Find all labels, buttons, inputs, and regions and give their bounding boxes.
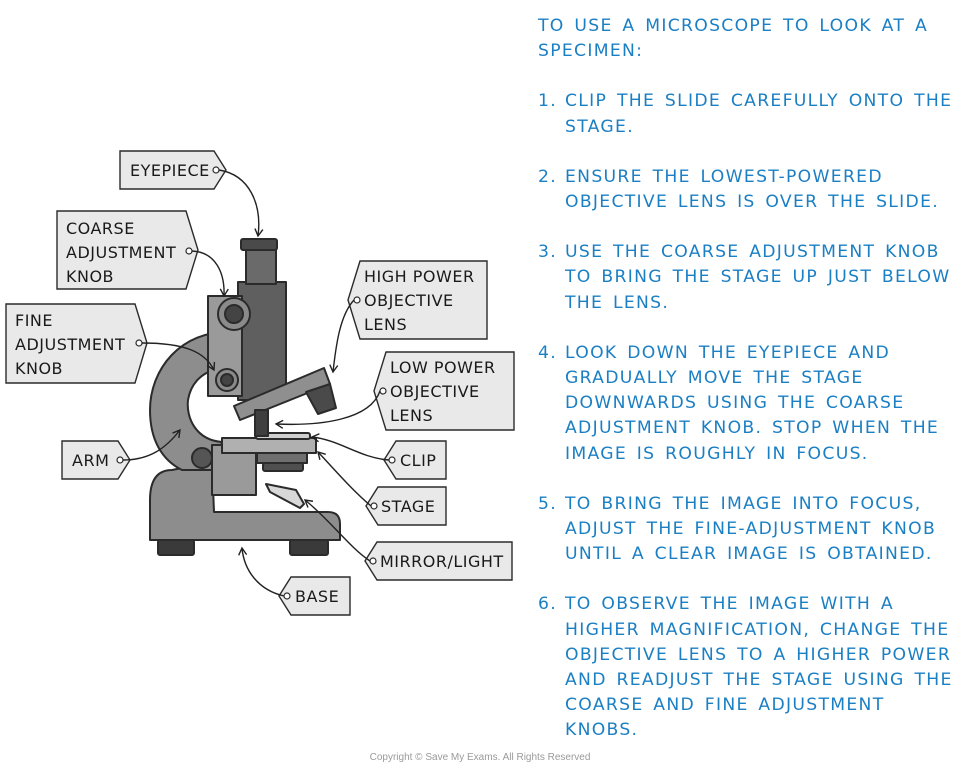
- instruction-step-4: 4. Look down the eyepiece and gradually …: [538, 341, 954, 467]
- microscope-foot-right: [289, 539, 329, 556]
- instruction-step-3: 3. Use the coarse adjustment knob to bri…: [538, 240, 954, 316]
- label-coarse-adjustment: COARSE ADJUSTMENT KNOB: [56, 210, 229, 298]
- label-base-text: BASE: [295, 587, 339, 606]
- label-stage-text: STAGE: [381, 497, 435, 516]
- label-eyepiece-text: EYEPIECE: [130, 161, 210, 180]
- label-high-line3: LENS: [364, 315, 407, 334]
- label-fine-line3: KNOB: [15, 359, 63, 378]
- step-number: 5.: [538, 493, 557, 514]
- step-text: To bring the image into focus, adjust th…: [565, 493, 937, 565]
- label-low-line3: LENS: [390, 406, 433, 425]
- label-arm: ARM: [61, 428, 181, 480]
- leader-fine: [141, 342, 216, 372]
- label-coarse-line1: COARSE: [66, 219, 135, 238]
- step-text: Use the coarse adjustment knob to bring …: [565, 242, 951, 313]
- instruction-step-2: 2. Ensure the lowest-powered objective l…: [538, 165, 954, 215]
- label-low-line2: OBJECTIVE: [390, 382, 480, 401]
- body-tube: [237, 281, 287, 401]
- condenser: [256, 452, 308, 464]
- label-high-line2: OBJECTIVE: [364, 291, 454, 310]
- microscope-illustration: [149, 238, 341, 556]
- leader-mirror: [303, 499, 371, 562]
- arm-pivot: [191, 447, 213, 469]
- leader-high: [329, 299, 355, 374]
- step-number: 4.: [538, 342, 557, 363]
- label-fine-line1: FINE: [15, 311, 53, 330]
- high-power-objective: [305, 383, 337, 415]
- label-coarse-line3: KNOB: [66, 267, 114, 286]
- label-eyepiece: EYEPIECE: [119, 150, 264, 238]
- mirror: [265, 483, 305, 509]
- label-fine-adjustment: FINE ADJUSTMENT KNOB: [5, 303, 216, 384]
- label-low-line1: LOW POWER: [390, 358, 496, 377]
- instructions-heading: To use a microscope to look at a specime…: [538, 16, 929, 62]
- label-mirror-light: MIRROR/LIGHT: [303, 499, 513, 581]
- step-text: Ensure the lowest-powered objective lens…: [565, 166, 940, 213]
- leader-base: [238, 546, 285, 597]
- label-stage: STAGE: [317, 450, 447, 526]
- label-coarse-line2: ADJUSTMENT: [66, 243, 176, 262]
- leader-clip: [310, 433, 390, 461]
- eyepiece-tube: [245, 247, 277, 285]
- step-number: 1.: [538, 91, 557, 112]
- step-number: 3.: [538, 242, 557, 263]
- instruction-step-1: 1. Clip the slide carefully onto the sta…: [538, 89, 954, 139]
- label-fine-line2: ADJUSTMENT: [15, 335, 125, 354]
- instructions-panel: To use a microscope to look at a specime…: [538, 14, 954, 769]
- leader-stage: [317, 450, 372, 507]
- instruction-step-5: 5. To bring the image into focus, adjust…: [538, 492, 954, 568]
- label-arm-text: ARM: [72, 451, 109, 470]
- label-mirror-text: MIRROR/LIGHT: [380, 552, 504, 571]
- step-text: Clip the slide carefully onto the stage.: [565, 91, 953, 137]
- microscope-foot-left: [157, 539, 195, 556]
- leader-low: [274, 390, 381, 429]
- label-high-line1: HIGH POWER: [364, 267, 475, 286]
- low-power-objective: [254, 409, 269, 437]
- label-clip-text: CLIP: [400, 451, 436, 470]
- eyepiece-cap: [240, 238, 278, 251]
- step-number: 2.: [538, 166, 557, 187]
- label-low-power: LOW POWER OBJECTIVE LENS: [274, 351, 515, 431]
- step-text: To observe the image with a higher magni…: [565, 594, 953, 741]
- microscope-base: [149, 461, 341, 541]
- condenser-lower: [262, 462, 304, 472]
- label-base: BASE: [238, 546, 351, 616]
- instruction-step-6: 6. To observe the image with a higher ma…: [538, 592, 954, 743]
- leader-arm: [122, 428, 181, 461]
- step-number: 6.: [538, 594, 557, 615]
- copyright-notice: Copyright © Save My Exams. All Rights Re…: [369, 752, 591, 763]
- step-text: Look down the eyepiece and gradually mov…: [565, 342, 940, 464]
- microscope-stage: [221, 437, 317, 454]
- leader-eyepiece: [218, 169, 264, 238]
- label-high-power: HIGH POWER OBJECTIVE LENS: [329, 260, 488, 374]
- coarse-knob-inner: [224, 304, 244, 324]
- fine-knob-inner: [220, 373, 234, 387]
- label-clip: CLIP: [310, 433, 447, 480]
- leader-coarse: [191, 250, 229, 298]
